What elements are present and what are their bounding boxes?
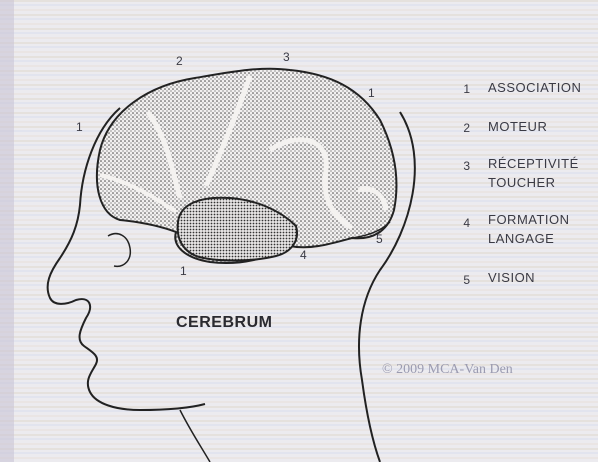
legend-number: 4 xyxy=(458,216,470,230)
diagram-title: CEREBRUM xyxy=(176,314,272,332)
region-marker-1-temporal: 1 xyxy=(180,264,187,278)
legend-number: 1 xyxy=(458,82,470,96)
legend-label-line-2: LANGAGE xyxy=(488,231,554,246)
region-marker-4: 4 xyxy=(300,248,307,262)
legend-label: MOTEUR xyxy=(488,119,547,134)
legend-label: ASSOCIATION xyxy=(488,80,581,95)
legend-label: RÉCEPTIVITÉ xyxy=(488,156,579,171)
legend-label: VISION xyxy=(488,270,535,285)
legend-number: 2 xyxy=(458,121,470,135)
region-marker-3: 3 xyxy=(283,50,290,64)
copyright-watermark: © 2009 MCA-Van Den xyxy=(382,362,513,378)
legend-label-line-2: TOUCHER xyxy=(488,175,556,190)
region-marker-1-occipital: 1 xyxy=(368,86,375,100)
legend-number: 3 xyxy=(458,159,470,173)
region-marker-5: 5 xyxy=(376,232,383,246)
region-marker-1-frontal: 1 xyxy=(76,120,83,134)
legend-number: 5 xyxy=(458,273,470,287)
region-marker-2: 2 xyxy=(176,54,183,68)
legend-label: FORMATION xyxy=(488,212,570,227)
